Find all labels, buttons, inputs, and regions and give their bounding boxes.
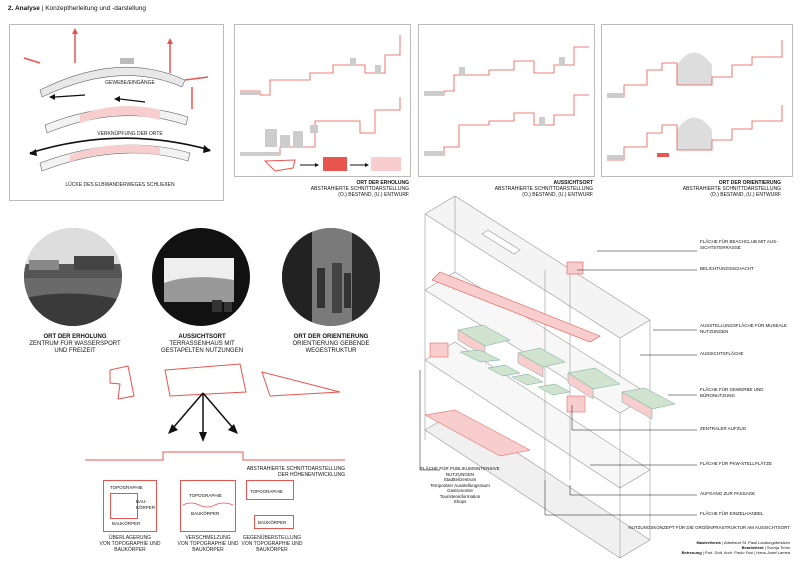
public-uses-block: FLÄCHE FÜR PUBLIKUMSINTENSIVE NUTZUNGEN … [420, 466, 500, 505]
axo-label-aufzug: ZENTRALER AUFZUG [700, 426, 788, 432]
section-panel-orientierung [601, 24, 793, 177]
diagram-merge: TOPOGRAPHIE BAUKÖRPER [180, 480, 236, 532]
axo-label-beachclub: FLÄCHE FÜR BEACHCLUB MIT AUS-SICHTSTERRA… [700, 239, 788, 250]
section-drawing-aussichtsort [419, 25, 594, 176]
diagram-overlay: TOPOGRAPHIE BAU-KÖRPER BAUKÖRPER [103, 480, 157, 532]
axo-label-einzelhandel: FLÄCHE FÜR EINZELHANDEL [700, 511, 788, 517]
axo-label-passage: AUFGANG ZUR PASSAGE [700, 491, 788, 497]
axo-label-ausstellung: AUSSTELLUNGSFLÄCHE FÜR MUSEALE NUTZUNGEN [700, 323, 788, 334]
axo-label-pkw: FLÄCHE FÜR PKW-STELLPLÄTZE [700, 461, 788, 467]
public-uses-title: FLÄCHE FÜR PUBLIKUMSINTENSIVE NUTZUNGEN [420, 466, 500, 477]
section-drawing-orientierung [602, 25, 792, 176]
photo-orientierung [282, 228, 380, 326]
connection-diagram [10, 25, 223, 200]
photo-erholung [24, 228, 122, 326]
section-panel-aussichtsort [418, 24, 595, 177]
credits: Masterthesis | Arbeitsort St. Pauli Land… [640, 540, 790, 555]
label-gewebe: GEWEBE/EINGÄNGE [70, 80, 190, 86]
axo-label-belichtung: BELICHTUNGSSCHACHT [700, 266, 788, 272]
diagram-juxtapose: TOPOGRAPHIE BAUKÖRPER [246, 480, 298, 532]
axo-label-gewerbe: FLÄCHE FÜR GEWERBE UND BÜRONUTZUNG [700, 387, 788, 398]
section-panel-erholung [234, 24, 411, 177]
axo-caption: NUTZUNGSKONZEPT FÜR DIE GROßINFRASTRUKTU… [610, 525, 790, 531]
section-drawing-erholung [235, 25, 410, 176]
label-verknuepfung: VERKNÜPFUNG DER ORTE [70, 131, 190, 137]
label-luecke: LÜCKE DES ELBWANDERWEGES SCHLIEßEN [45, 182, 195, 188]
photo-aussichtsort [152, 228, 250, 326]
connection-diagram-panel: GEWEBE/EINGÄNGE VERKNÜPFUNG DER ORTE LÜC… [9, 24, 224, 201]
page-title: 2. Analyse | Konzeptherleitung und -dars… [8, 5, 146, 12]
public-use-item: Shops [420, 499, 500, 505]
axo-label-aussicht: AUSSICHTSFLÄCHE [700, 351, 788, 357]
